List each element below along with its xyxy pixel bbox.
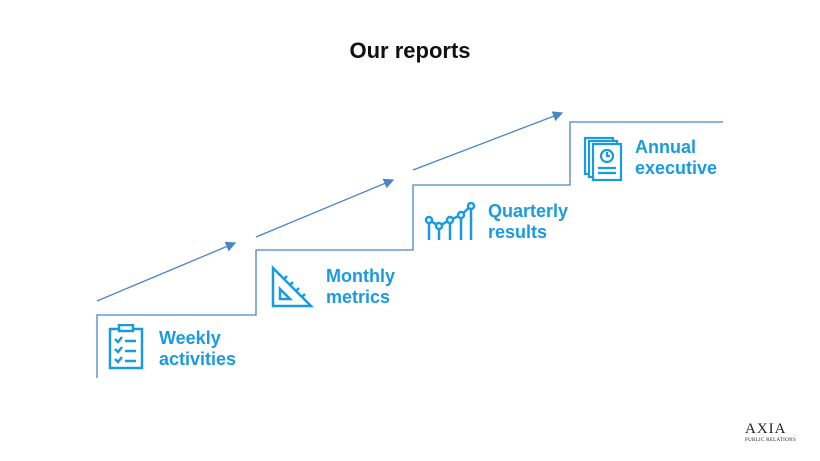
step-monthly-line1: Monthly [326,266,395,286]
step-quarterly-line2: results [488,222,548,242]
growth-arrow-2 [255,178,395,238]
logo-name: AXIA [745,421,787,437]
step-weekly-line2: activities [159,349,237,369]
step-weekly-line1: Weekly [159,328,221,348]
page-title: Our reports [349,38,471,63]
staircase-line [96,121,723,378]
step-quarterly-line1: Quarterly [488,201,569,221]
logo-tagline: PUBLIC RELATIONS [745,438,797,443]
step-annual-line2: executive [635,158,718,178]
set-square-ruler-icon [271,265,314,308]
clipboard-checklist-icon [108,324,144,370]
step-annual-line1: Annual [635,137,696,157]
step-monthly-line2: metrics [326,287,391,307]
growth-arrow-3 [412,111,564,171]
line-chart-icon [424,202,476,240]
growth-arrow-1 [96,241,237,302]
report-documents-icon [583,136,623,182]
